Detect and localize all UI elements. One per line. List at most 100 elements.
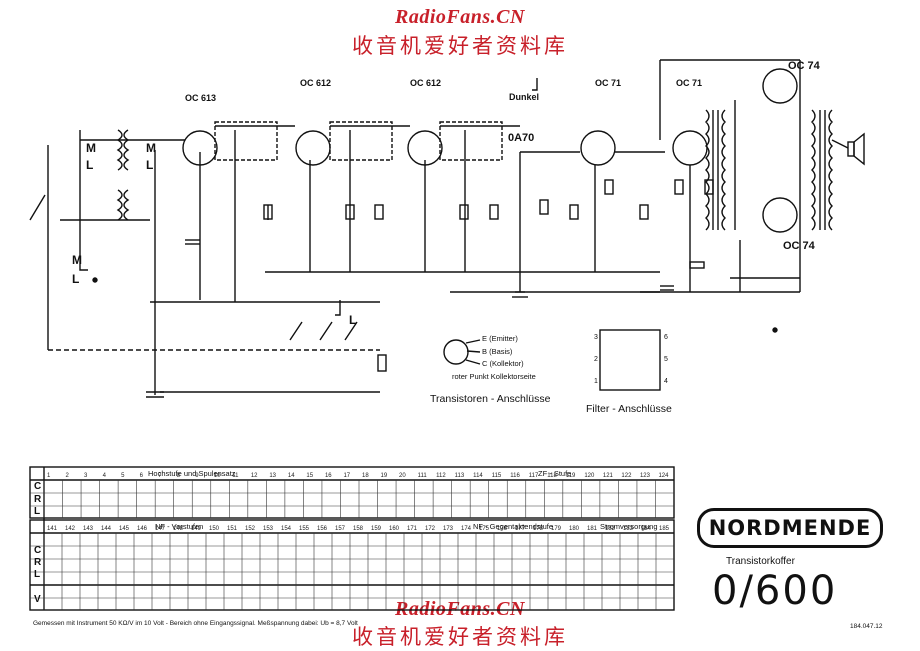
- transistor-label: OC 612: [300, 78, 332, 88]
- filter-pin: 2: [594, 356, 598, 363]
- column-number: 182: [605, 526, 616, 532]
- column-number: 185: [659, 526, 670, 532]
- column-number: 111: [417, 473, 427, 479]
- column-number: 112: [436, 473, 446, 479]
- column-number: 179: [551, 526, 562, 532]
- column-number: 10: [213, 473, 221, 479]
- column-number: 121: [602, 473, 613, 479]
- column-number: 172: [425, 526, 436, 532]
- section-af-pushpull: NF - Gegentaktendstufe: [473, 522, 554, 531]
- diode-label: 0A70: [508, 132, 535, 144]
- column-number: 173: [443, 526, 454, 532]
- filter-pin: 3: [594, 334, 598, 341]
- column-number: 152: [245, 526, 256, 532]
- filter-pin: 4: [664, 378, 668, 385]
- column-number: 16: [324, 473, 332, 479]
- transistor-label: OC 74: [783, 240, 815, 252]
- column-number: 171: [407, 526, 418, 532]
- column-number: 117: [528, 473, 539, 479]
- switch-letter: M: [72, 253, 82, 267]
- filter-pin: 5: [664, 356, 668, 363]
- column-number: 15: [306, 473, 314, 479]
- switch-letter: L: [349, 313, 357, 327]
- column-number: 8: [176, 473, 181, 479]
- table-footnote: Gemessen mit Instrument 50 KΩ/V im 10 Vo…: [33, 620, 358, 627]
- column-number: 181: [587, 526, 598, 532]
- column-number: 113: [454, 473, 465, 479]
- column-number: 157: [335, 526, 346, 532]
- pinout-base: B (Basis): [482, 347, 513, 356]
- column-number: 184: [641, 526, 652, 532]
- column-number: 7: [158, 473, 162, 479]
- column-number: 176: [497, 526, 508, 532]
- row-label: R: [34, 557, 42, 568]
- column-number: 12: [250, 473, 258, 479]
- section-hf: Hochstufe und Spulensatz: [148, 469, 236, 478]
- row-label: V: [34, 594, 41, 605]
- row-label: R: [34, 494, 42, 505]
- brand-subtitle: Transistorkoffer: [726, 556, 795, 567]
- column-number: 11: [232, 473, 239, 479]
- column-number: 142: [65, 526, 76, 532]
- row-label: L: [34, 506, 41, 517]
- nordmende-logo: NORDMENDE: [697, 508, 883, 548]
- column-number: 147: [155, 526, 166, 532]
- column-number: 119: [565, 473, 576, 479]
- section-af-pre: NF - Vorstufen: [155, 522, 204, 531]
- column-number: 158: [353, 526, 364, 532]
- transistor-label: OC 71: [595, 78, 622, 88]
- switch-letter: L: [72, 272, 80, 286]
- column-number: 122: [621, 473, 632, 479]
- column-number: 120: [584, 473, 595, 479]
- column-number: 178: [533, 526, 544, 532]
- column-number: 155: [299, 526, 310, 532]
- column-number: 151: [227, 526, 238, 532]
- row-label: C: [34, 545, 42, 556]
- column-number: 160: [389, 526, 400, 532]
- switch-dunkel-label: Dunkel: [509, 92, 540, 102]
- column-number: 149: [191, 526, 202, 532]
- column-number: 180: [569, 526, 580, 532]
- watermark-chinese-bottom: 收音机爱好者资料库: [352, 625, 568, 649]
- pinout-collector: C (Kollektor): [482, 359, 524, 368]
- column-number: 20: [399, 473, 406, 479]
- column-number: 146: [137, 526, 148, 532]
- column-number: 177: [515, 526, 526, 532]
- column-number: 144: [101, 526, 112, 532]
- column-number: 9: [195, 473, 199, 479]
- column-number: 6: [139, 473, 143, 479]
- column-number: 183: [623, 526, 634, 532]
- transistor-label: OC 613: [185, 93, 217, 103]
- column-number: 159: [371, 526, 382, 532]
- column-number: 145: [119, 526, 130, 532]
- column-number: 3: [84, 473, 88, 479]
- pinout-emitter: E (Emitter): [482, 334, 518, 343]
- row-label: L: [34, 569, 41, 580]
- transistor-label: OC 71: [676, 78, 703, 88]
- model-number: 0/600: [712, 568, 838, 614]
- column-number: 156: [317, 526, 328, 532]
- column-number: 19: [380, 473, 388, 479]
- filter-caption: Filter - Anschlüsse: [586, 403, 672, 415]
- column-number: 175: [479, 526, 490, 532]
- transistor-label: OC 612: [410, 78, 442, 88]
- column-number: 154: [281, 526, 292, 532]
- section-if: ZF - Stufe: [538, 469, 572, 478]
- column-number: 118: [547, 473, 557, 479]
- switch-letter: M: [146, 141, 156, 155]
- filter-pin: 1: [594, 378, 598, 385]
- pinout-note: roter Punkt Kollektorseite: [452, 372, 536, 381]
- column-number: 114: [473, 473, 483, 479]
- column-number: 141: [47, 526, 58, 532]
- column-number: 13: [269, 473, 277, 479]
- watermark-brand-bottom: RadioFans.CN: [395, 598, 525, 620]
- column-number: 123: [639, 473, 650, 479]
- column-number: 153: [263, 526, 274, 532]
- column-number: 5: [121, 473, 125, 479]
- watermark-brand: RadioFans.CN: [395, 6, 525, 28]
- column-number: 14: [287, 473, 295, 479]
- transistor-label: OC 74: [788, 60, 820, 72]
- row-label: C: [34, 481, 42, 492]
- switch-letter: L: [86, 158, 94, 172]
